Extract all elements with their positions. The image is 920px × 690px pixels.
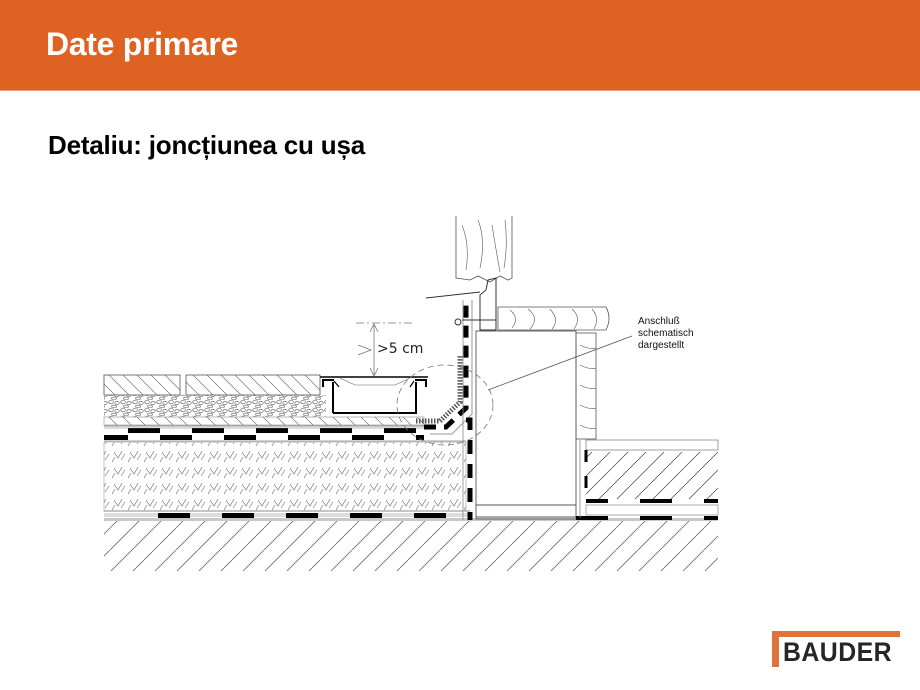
dimension-label: >5 cm	[377, 341, 424, 357]
membrane-upstand	[416, 300, 473, 520]
protection-layer	[103, 416, 430, 427]
bauder-logo: BAUDER	[772, 631, 900, 667]
dimension-marker	[356, 322, 412, 377]
metal-flashing-profile	[425, 277, 497, 331]
waterproofing-membrane-top	[104, 427, 466, 442]
detail-annotation: Anschluß schematisch dargestellt	[638, 316, 694, 352]
logo-text: BAUDER	[783, 637, 893, 667]
concrete-slab	[104, 521, 718, 571]
annotation-line-3: dargestellt	[638, 340, 685, 351]
header-bar: Date primare	[0, 0, 920, 91]
annotation-leader-line	[487, 335, 633, 391]
slide-subtitle: Detaliu: joncțiunea cu ușa	[48, 130, 365, 160]
door-sill-wood	[497, 306, 610, 331]
vapor-barrier	[104, 510, 718, 521]
logo-bracket-icon	[772, 631, 900, 667]
page-title: Date primare	[46, 26, 239, 62]
annotation-line-1: Anschluß	[638, 316, 680, 327]
thermal-insulation	[103, 441, 467, 512]
annotation-line-2: schematisch	[638, 328, 694, 339]
interior-floor-screed	[576, 439, 719, 520]
paving-slabs	[103, 374, 321, 396]
door-frame	[475, 330, 577, 520]
door-leaf-wood	[455, 216, 513, 283]
detail-circle	[396, 364, 494, 446]
interior-wall-stud	[575, 332, 597, 440]
drainage-channel-grate	[320, 376, 428, 414]
gravel-bed	[104, 395, 326, 417]
